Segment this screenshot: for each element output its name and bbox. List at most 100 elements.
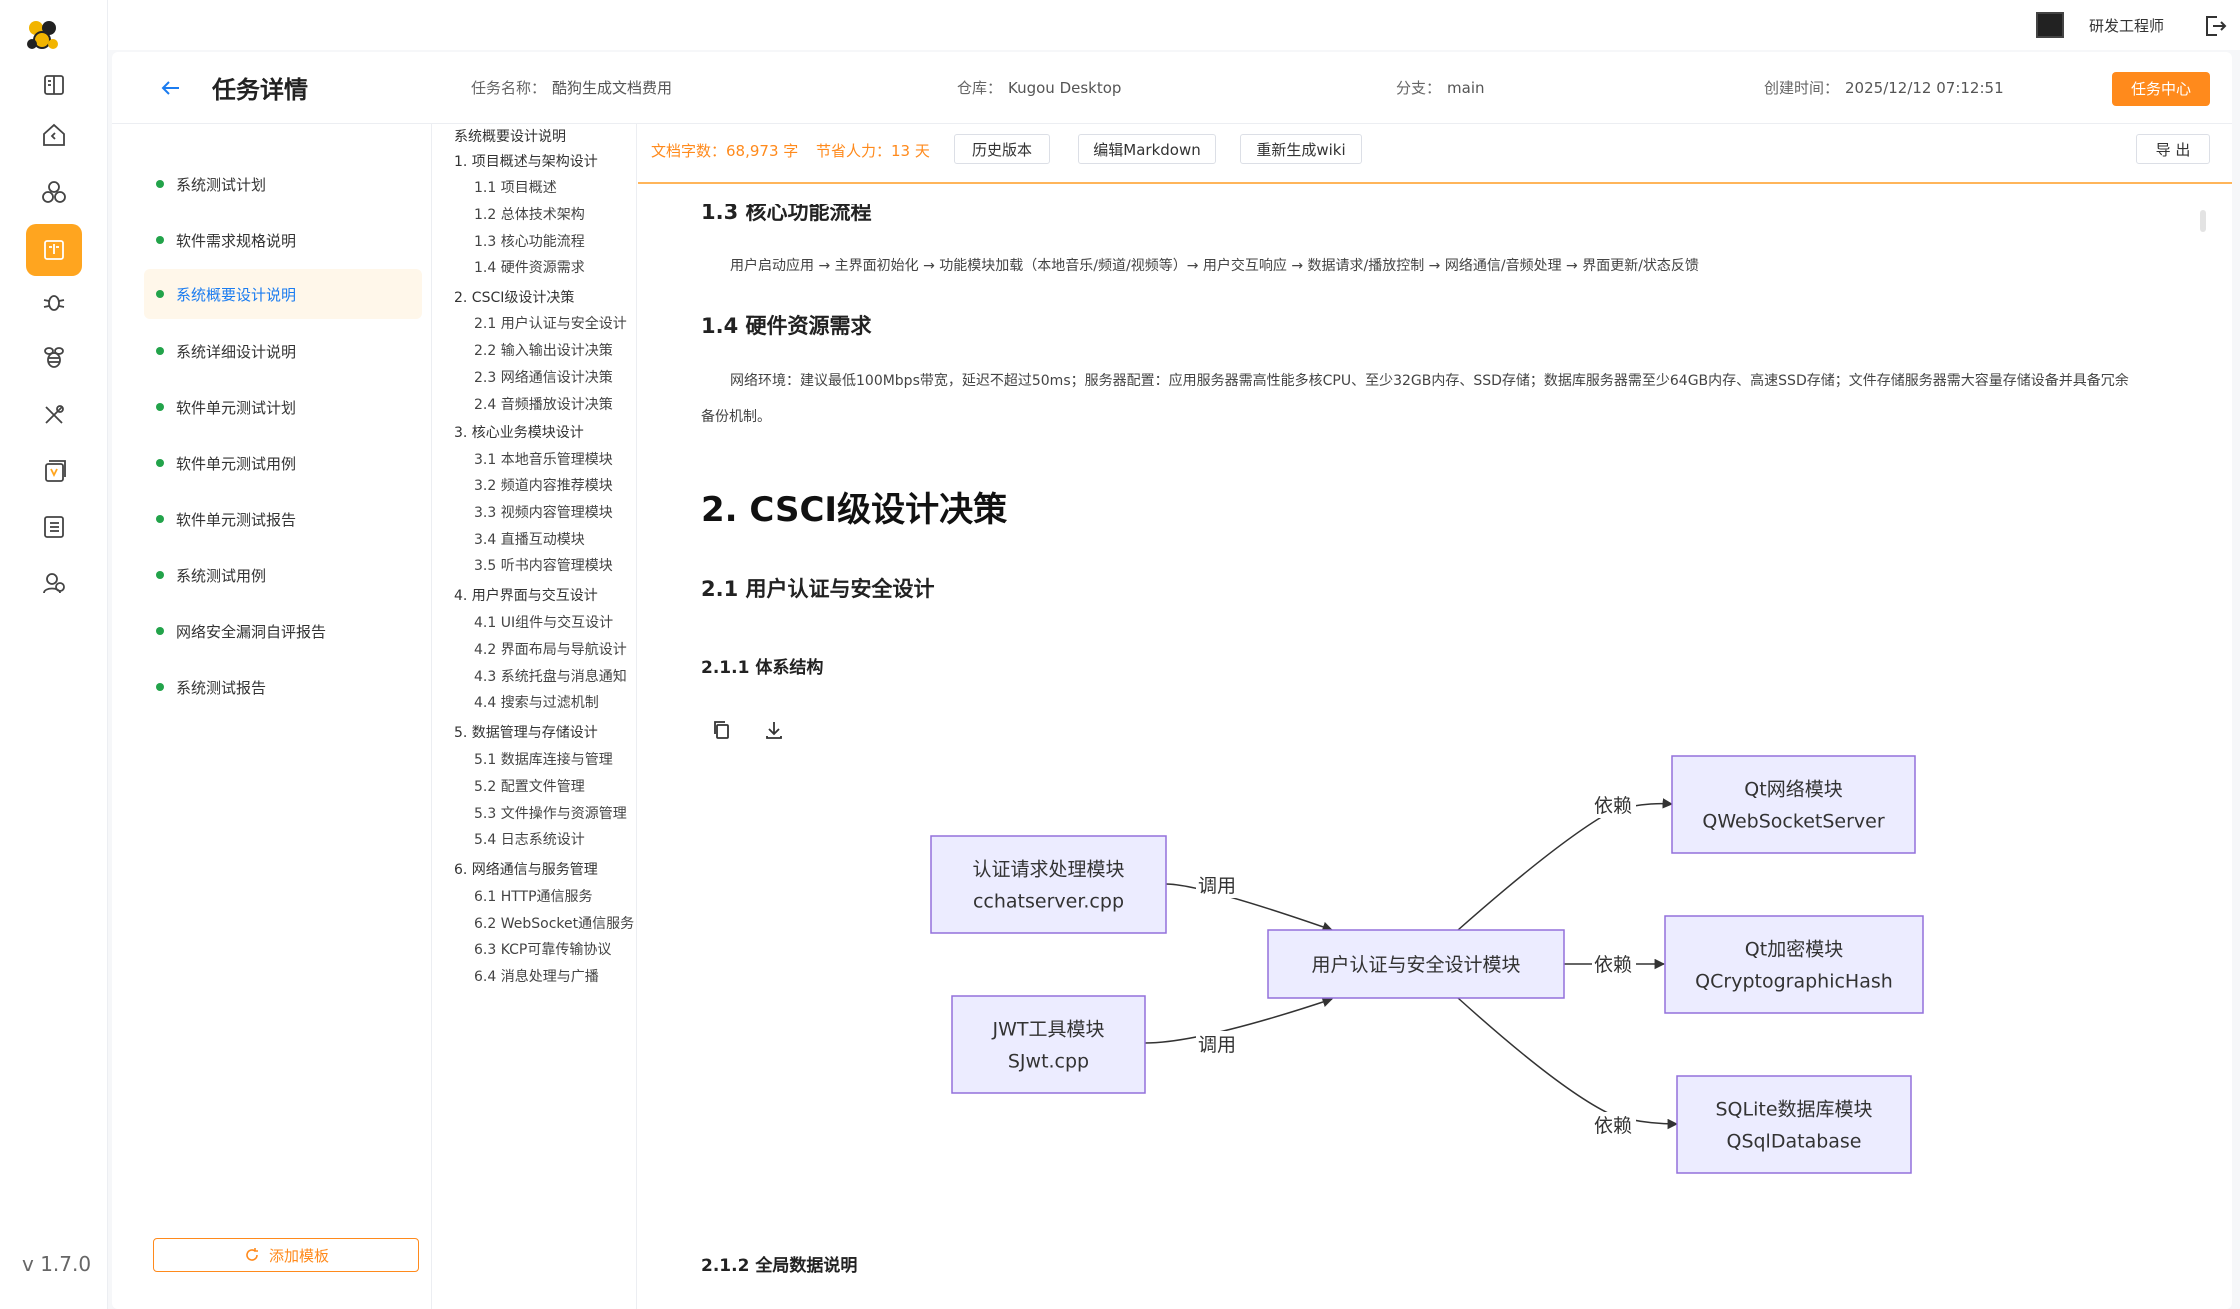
home-icon[interactable] [34, 115, 74, 155]
task-branch: 分支：main [1396, 79, 1485, 97]
download-icon[interactable] [762, 718, 786, 742]
task-created: 创建时间：2025/12/12 07:12:51 [1764, 79, 2004, 97]
word-count: 文档字数：68,973 字 [651, 142, 799, 160]
toc-item[interactable]: 4. 用户界面与交互设计 [454, 588, 598, 604]
toc-item[interactable]: 2.1 用户认证与安全设计 [474, 316, 627, 332]
toc-item[interactable]: 5.4 日志系统设计 [474, 832, 585, 848]
template-item[interactable]: 系统测试用例 [144, 550, 422, 600]
bee-icon[interactable] [34, 338, 74, 378]
status-dot [156, 347, 164, 355]
scrollbar[interactable] [2200, 210, 2206, 232]
toc-item[interactable]: 6.1 HTTP通信服务 [474, 889, 593, 905]
toc-item[interactable]: 2.2 输入输出设计决策 [474, 343, 613, 359]
toc-item[interactable]: 4.1 UI组件与交互设计 [474, 615, 614, 631]
heading-2-1: 2.1 用户认证与安全设计 [701, 577, 935, 601]
template-item[interactable]: 系统详细设计说明 [144, 326, 422, 376]
status-dot [156, 571, 164, 579]
toc-item[interactable]: 3. 核心业务模块设计 [454, 425, 584, 441]
toc-item[interactable]: 3.5 听书内容管理模块 [474, 558, 613, 574]
main-card: 任务详情 任务名称：酷狗生成文档费用 仓库：Kugou Desktop 分支：m… [112, 52, 2232, 1309]
task-header: 任务详情 任务名称：酷狗生成文档费用 仓库：Kugou Desktop 分支：m… [112, 52, 2232, 124]
export-button[interactable]: 导 出 [2136, 134, 2210, 164]
toc-item[interactable]: 5.1 数据库连接与管理 [474, 752, 613, 768]
toc-item[interactable]: 4.2 界面布局与导航设计 [474, 642, 627, 658]
toc-item[interactable]: 1.2 总体技术架构 [474, 207, 585, 223]
bee-logo-icon [27, 21, 58, 49]
heading-1-3: 1.3 核心功能流程 [701, 200, 872, 224]
logout-icon[interactable] [2201, 12, 2229, 40]
toc-item[interactable]: 5. 数据管理与存储设计 [454, 725, 598, 741]
toc-item[interactable]: 4.3 系统托盘与消息通知 [474, 669, 627, 685]
modules-icon[interactable] [34, 172, 74, 212]
status-dot [156, 683, 164, 691]
heading-2: 2. CSCI级设计决策 [701, 490, 1008, 530]
status-dot [156, 627, 164, 635]
user-role[interactable]: 研发工程师 [2089, 17, 2165, 35]
template-item[interactable]: 系统测试计划 [144, 159, 422, 209]
toc-item[interactable]: 1. 项目概述与架构设计 [454, 154, 598, 170]
top-bar: 研发工程师 [108, 0, 2240, 50]
version-icon[interactable] [34, 451, 74, 491]
hardware-paragraph-line2: 备份机制。 [701, 409, 771, 425]
toc-item[interactable]: 3.1 本地音乐管理模块 [474, 452, 613, 468]
toc-item[interactable]: 1.3 核心功能流程 [474, 234, 585, 250]
template-item[interactable]: 软件单元测试计划 [144, 382, 422, 432]
toc-item[interactable]: 2. CSCI级设计决策 [454, 290, 575, 306]
toc-item[interactable]: 系统概要设计说明 [454, 129, 566, 145]
template-item-active[interactable]: 系统概要设计说明 [144, 269, 422, 319]
page-title: 任务详情 [212, 76, 308, 104]
task-center-button[interactable]: 任务中心 [2112, 72, 2210, 106]
table-of-contents: 系统概要设计说明 1. 项目概述与架构设计 1.1 项目概述 1.2 总体技术架构 1.… [432, 124, 637, 1309]
history-button[interactable]: 历史版本 [954, 134, 1050, 164]
toc-item[interactable]: 6. 网络通信与服务管理 [454, 862, 598, 878]
heading-2-1-2: 2.1.2 全局数据说明 [701, 1256, 858, 1276]
heading-1-4: 1.4 硬件资源需求 [701, 314, 872, 338]
back-arrow-icon[interactable] [157, 74, 185, 102]
task-repo: 仓库：Kugou Desktop [957, 79, 1122, 97]
tools-icon[interactable] [34, 395, 74, 435]
template-item[interactable]: 系统测试报告 [144, 662, 422, 712]
toc-item[interactable]: 2.4 音频播放设计决策 [474, 397, 613, 413]
template-item[interactable]: 软件需求规格说明 [144, 215, 422, 265]
toc-item[interactable]: 6.4 消息处理与广播 [474, 969, 599, 985]
list-icon[interactable] [34, 507, 74, 547]
users-icon[interactable] [34, 563, 74, 603]
toc-item[interactable]: 5.3 文件操作与资源管理 [474, 806, 627, 822]
status-dot [156, 515, 164, 523]
status-dot [156, 236, 164, 244]
template-list: 系统测试计划 软件需求规格说明 系统概要设计说明 系统详细设计说明 软件单元测试… [112, 124, 432, 1309]
saved-manpower: 节省人力：13 天 [816, 142, 930, 160]
toc-item[interactable]: 5.2 配置文件管理 [474, 779, 585, 795]
toc-item[interactable]: 3.2 频道内容推荐模块 [474, 478, 613, 494]
status-dot [156, 180, 164, 188]
heading-2-1-1: 2.1.1 体系结构 [701, 658, 824, 678]
flow-paragraph: 用户启动应用 → 主界面初始化 → 功能模块加载（本地音乐/频道/视频等）→ 用… [730, 258, 1699, 274]
toc-item[interactable]: 4.4 搜索与过滤机制 [474, 695, 599, 711]
left-rail: v 1.7.0 [0, 0, 108, 1309]
status-dot [156, 459, 164, 467]
toc-item[interactable]: 1.1 项目概述 [474, 180, 557, 196]
toc-item[interactable]: 3.4 直播互动模块 [474, 532, 585, 548]
doc-toolbar [638, 124, 2232, 184]
doc-view-icon[interactable] [34, 65, 74, 105]
toc-item[interactable]: 6.3 KCP可靠传输协议 [474, 942, 612, 958]
toc-item[interactable]: 6.2 WebSocket通信服务 [474, 916, 635, 932]
version-label: v 1.7.0 [22, 1252, 92, 1276]
toc-item[interactable]: 1.4 硬件资源需求 [474, 260, 585, 276]
book-icon[interactable] [26, 224, 82, 276]
copy-icon[interactable] [710, 718, 734, 742]
bug-icon[interactable] [34, 282, 74, 322]
status-dot [156, 290, 164, 298]
avatar[interactable] [2036, 12, 2064, 38]
add-template-button[interactable]: 添加模板 [153, 1238, 419, 1272]
template-item[interactable]: 网络安全漏洞自评报告 [144, 606, 422, 656]
template-item[interactable]: 软件单元测试报告 [144, 494, 422, 544]
toc-item[interactable]: 3.3 视频内容管理模块 [474, 505, 613, 521]
hardware-paragraph-line1: 网络环境：建议最低100Mbps带宽，延迟不超过50ms；服务器配置：应用服务器… [730, 373, 2129, 389]
template-item[interactable]: 软件单元测试用例 [144, 438, 422, 488]
status-dot [156, 403, 164, 411]
refresh-icon [246, 1248, 258, 1261]
regenerate-wiki-button[interactable]: 重新生成wiki [1240, 134, 1362, 164]
edit-markdown-button[interactable]: 编辑Markdown [1078, 134, 1216, 164]
toc-item[interactable]: 2.3 网络通信设计决策 [474, 370, 613, 386]
